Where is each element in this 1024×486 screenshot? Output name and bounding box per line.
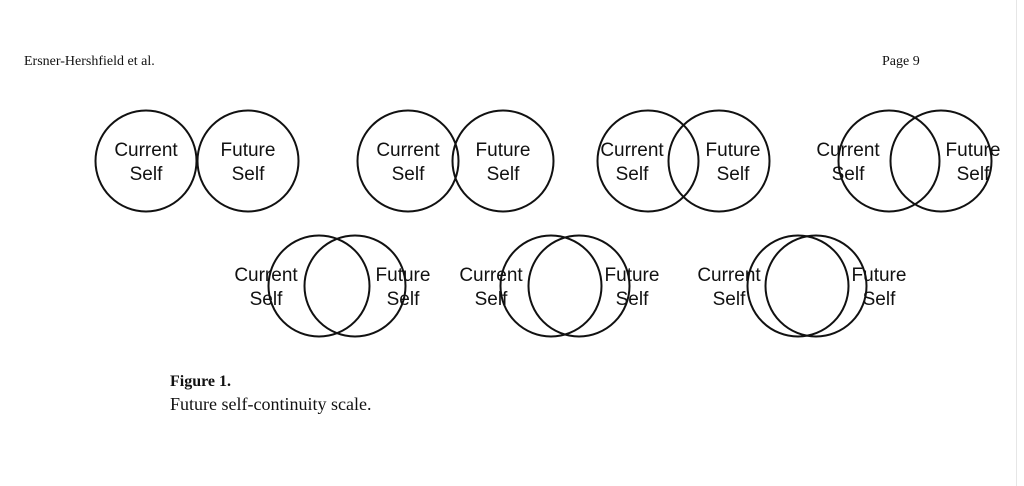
running-header-author: Ersner-Hershfield et al. <box>24 54 155 69</box>
current-self-circle <box>94 109 198 213</box>
figure-caption-text: Future self-continuity scale. <box>170 394 372 414</box>
future-self-circle <box>667 109 771 213</box>
current-self-circle <box>746 234 850 338</box>
current-label: Current <box>816 140 880 161</box>
future-label: Future <box>476 140 531 161</box>
current-self-circle <box>596 109 700 213</box>
future-self-label: Self <box>387 289 420 310</box>
future-label: Future <box>706 140 761 161</box>
future-self-circle <box>196 109 300 213</box>
future-self-circle <box>451 109 555 213</box>
current-label: Current <box>600 140 664 161</box>
future-self-label: Self <box>232 164 265 185</box>
current-label: Current <box>376 140 440 161</box>
future-self-label: Self <box>616 289 649 310</box>
future-self-circle <box>303 234 407 338</box>
future-self-label: Self <box>957 164 990 185</box>
page-edge-divider <box>1016 0 1017 486</box>
current-self-label: Self <box>713 289 746 310</box>
current-self-label: Self <box>130 164 163 185</box>
future-label: Future <box>946 140 1001 161</box>
page-number: Page 9 <box>882 54 920 69</box>
current-self-label: Self <box>475 289 508 310</box>
future-self-label: Self <box>863 289 896 310</box>
current-self-label: Self <box>832 164 865 185</box>
future-label: Future <box>376 265 431 286</box>
current-self-label: Self <box>250 289 283 310</box>
future-label: Future <box>221 140 276 161</box>
future-self-circle <box>764 234 868 338</box>
current-label: Current <box>697 265 761 286</box>
future-self-label: Self <box>717 164 750 185</box>
current-self-circle <box>499 234 603 338</box>
current-self-circle <box>267 234 371 338</box>
future-self-label: Self <box>487 164 520 185</box>
current-self-circle <box>356 109 460 213</box>
current-label: Current <box>459 265 523 286</box>
current-self-label: Self <box>392 164 425 185</box>
current-label: Current <box>234 265 298 286</box>
future-label: Future <box>605 265 660 286</box>
current-self-label: Self <box>616 164 649 185</box>
future-self-circle <box>889 109 993 213</box>
future-label: Future <box>852 265 907 286</box>
future-self-circle <box>527 234 631 338</box>
current-label: Current <box>114 140 178 161</box>
current-self-circle <box>837 109 941 213</box>
figure-caption-title: Figure 1. <box>170 373 232 390</box>
